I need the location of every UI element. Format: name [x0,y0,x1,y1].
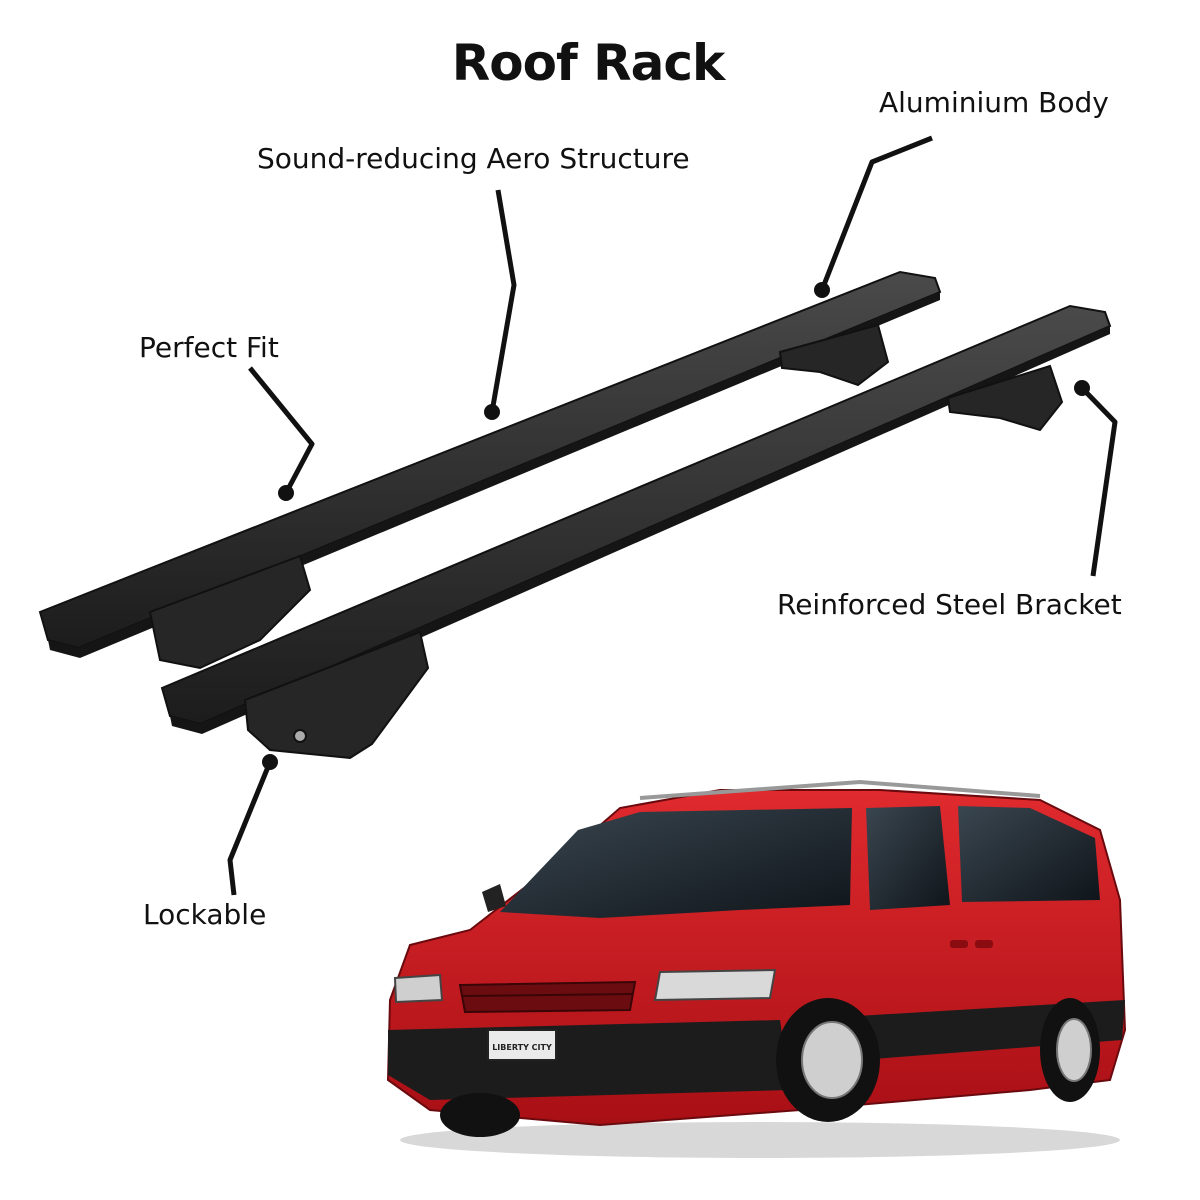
callout-dots [262,282,1090,770]
leader-aluminium [819,135,933,291]
feature-label-lockable: Lockable [143,898,267,931]
feature-label-aero-structure: Sound-reducing Aero Structure [257,142,690,175]
callout-lines [227,135,1118,896]
roof-rack-image [38,270,1112,760]
rear-wheel [1040,998,1100,1102]
leader-steel [1080,386,1118,577]
front-wheel [776,998,880,1122]
feature-label-steel-bracket: Reinforced Steel Bracket [777,588,1122,621]
front-bar [160,304,1112,760]
rear-bar [38,270,942,670]
feature-label-aluminium-body: Aluminium Body [879,86,1109,119]
minivan-image: LIBERTY CITY [386,779,1127,1158]
feature-label-perfect-fit: Perfect Fit [139,331,279,364]
license-plate-text: LIBERTY CITY [492,1043,552,1052]
leader-lock [227,761,273,896]
lock-icon [293,729,307,743]
license-plate [487,1029,557,1061]
leader-aero [489,189,517,413]
leader-fit [248,366,315,495]
page-title: Roof Rack [451,34,726,92]
